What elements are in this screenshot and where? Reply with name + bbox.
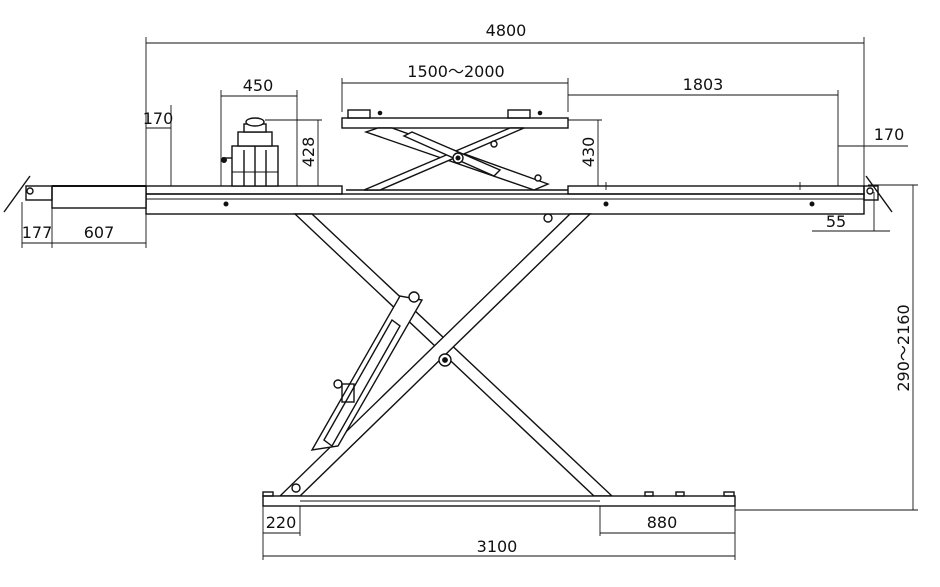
- right-ramp: [863, 175, 893, 213]
- base-frame: [262, 491, 736, 507]
- secondary-platform: [341, 109, 569, 191]
- dim-lift-height: 290～2160: [894, 304, 913, 391]
- dim-jack-width: 450: [243, 76, 274, 95]
- dim-base-left: 220: [266, 513, 297, 532]
- dim-base-length: 3100: [477, 537, 518, 556]
- jack-assembly: [221, 117, 279, 187]
- dim-secondary-length: 1500～2000: [407, 62, 504, 81]
- dimension-lines: [21, 37, 918, 560]
- main-scissor-arms: [278, 213, 614, 497]
- dim-right-extension: 170: [874, 125, 905, 144]
- dimension-labels: 4800 170 450 428 1500～2000 430 1803 170 …: [22, 21, 913, 556]
- dim-right-length: 1803: [683, 75, 724, 94]
- dim-left-ramp: 607: [84, 223, 115, 242]
- dim-total-length: 4800: [486, 21, 527, 40]
- dim-ramp-length: 177: [22, 223, 53, 242]
- dim-jack-height: 428: [299, 137, 318, 168]
- main-platform: [145, 182, 865, 215]
- dim-left-extension: 170: [143, 109, 174, 128]
- dim-secondary-height: 430: [579, 137, 598, 168]
- left-ramp: [3, 175, 147, 213]
- dim-right-offset: 55: [826, 212, 846, 231]
- dim-base-right: 880: [647, 513, 678, 532]
